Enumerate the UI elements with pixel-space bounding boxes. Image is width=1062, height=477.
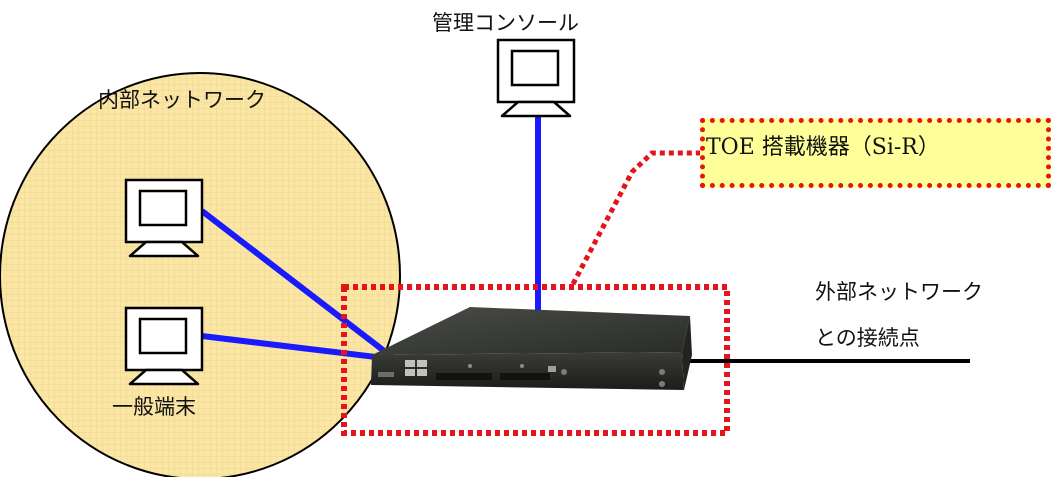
internal-network-label: 内部ネットワーク (98, 88, 266, 112)
toe-device-label: TOE 搭載機器（Si-R） (706, 135, 940, 160)
toe-device-callout (700, 118, 1051, 188)
toe-device-highlight (341, 284, 730, 436)
external-network-label-line2: との接続点 (815, 326, 920, 350)
terminal2-link (201, 333, 393, 362)
external-network-label-line1: 外部ネットワーク (815, 280, 983, 304)
router-device (371, 307, 692, 390)
callout-leader (570, 150, 700, 286)
internal-network-area (0, 72, 401, 477)
management-console-label: 管理コンソール (432, 11, 579, 35)
terminal1-link (200, 208, 394, 360)
general-terminal-label: 一般端末 (112, 395, 196, 419)
management-console-icon (496, 38, 576, 118)
